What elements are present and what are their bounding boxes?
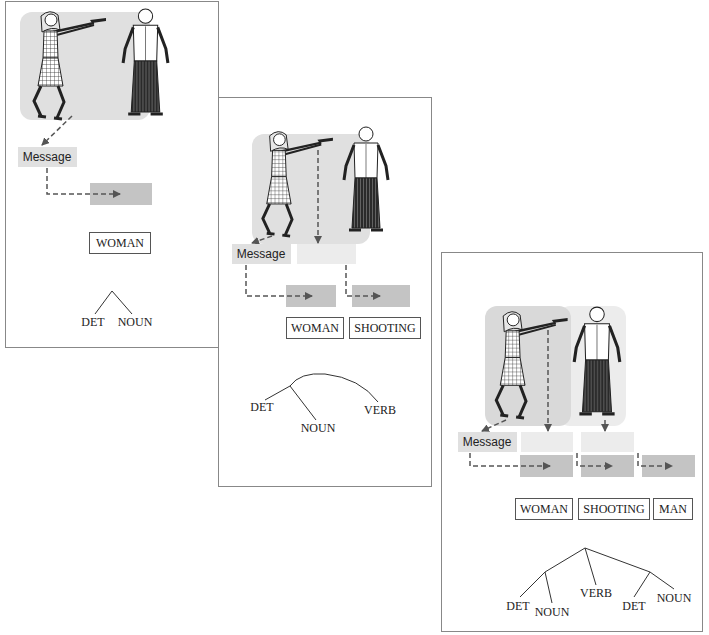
flow-arrow <box>470 453 550 466</box>
concept-box: WOMAN <box>89 232 151 254</box>
message-box: Message <box>18 147 77 167</box>
node-text: WOMAN <box>291 321 339 336</box>
man-figure <box>574 307 620 414</box>
part-of-speech-label: VERB <box>364 404 396 416</box>
concept-box: WOMAN <box>286 317 344 339</box>
attention-arrow <box>42 116 72 145</box>
message-box: Message <box>232 244 291 264</box>
node-text: SHOOTING <box>354 321 415 336</box>
attention-arrow <box>604 420 606 431</box>
node-text: WOMAN <box>96 236 144 251</box>
part-of-speech-label: DET <box>250 401 273 413</box>
man-figure <box>123 9 168 114</box>
encoding-bar <box>90 183 152 205</box>
attention-arrow <box>252 236 272 243</box>
part-of-speech-label: DET <box>81 316 104 328</box>
part-of-speech-label: NOUN <box>535 606 570 618</box>
part-of-speech-label: NOUN <box>657 592 692 604</box>
attention-arrow <box>317 150 319 243</box>
woman-figure <box>496 312 567 418</box>
focus-region <box>20 12 150 120</box>
panel-frame <box>6 2 219 348</box>
part-of-speech-label: DET <box>622 600 645 612</box>
tree-branch <box>95 291 132 314</box>
node-text: Message <box>237 247 286 261</box>
part-of-speech-label: NOUN <box>118 316 153 328</box>
part-of-speech-label: VERB <box>580 587 612 599</box>
panel-frame <box>219 98 432 487</box>
man-figure <box>344 127 388 230</box>
concept-box: WOMAN <box>515 498 573 520</box>
part-of-speech-label: NOUN <box>301 422 336 434</box>
message-slot <box>581 432 634 452</box>
flow-arrow <box>638 453 672 466</box>
node-text: MAN <box>659 502 687 517</box>
woman-figure <box>34 12 106 119</box>
tree-branch <box>520 548 674 603</box>
node-text: Message <box>463 435 512 449</box>
node-text: WOMAN <box>520 502 568 517</box>
panel-frame <box>442 253 703 632</box>
message-box: Message <box>458 432 517 452</box>
flow-arrow <box>246 265 312 296</box>
part-of-speech-label: DET <box>506 600 529 612</box>
node-text: SHOOTING <box>583 502 644 517</box>
concept-box: SHOOTING <box>578 498 650 520</box>
focus-region <box>485 306 571 426</box>
encoding-bar <box>352 285 410 307</box>
flow-arrow <box>346 265 380 296</box>
message-slot <box>521 432 573 452</box>
message-slot <box>297 244 356 264</box>
woman-figure <box>263 132 333 236</box>
flow-arrow <box>577 453 612 466</box>
flow-arrow <box>47 168 120 194</box>
node-text: Message <box>23 150 72 164</box>
attention-arrow <box>547 330 549 431</box>
tree-branch <box>265 374 378 420</box>
attention-arrow <box>482 420 506 431</box>
concept-box: MAN <box>653 498 693 520</box>
concept-box: SHOOTING <box>349 317 421 339</box>
